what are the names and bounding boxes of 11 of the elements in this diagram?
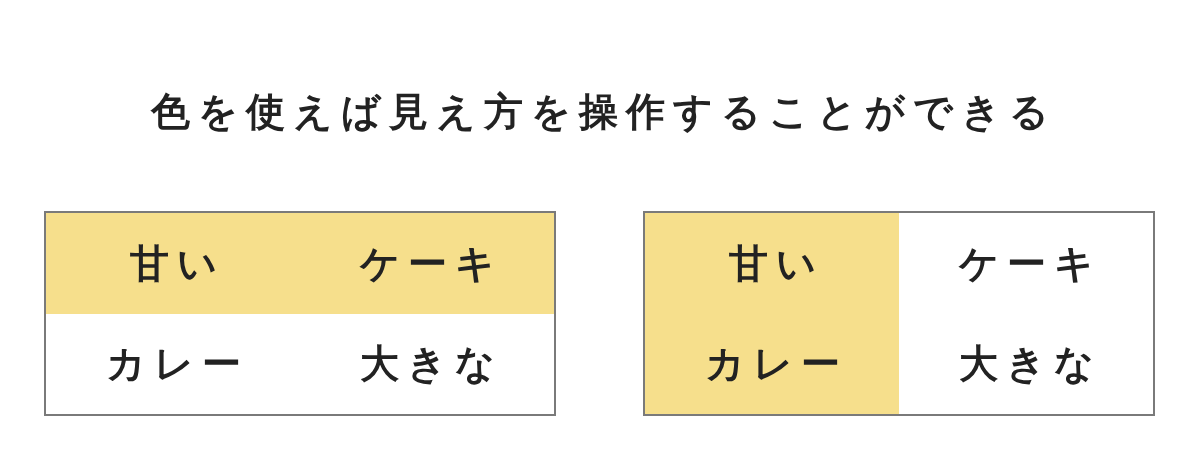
highlighted-cell: 甘い: [645, 213, 899, 314]
table-cell: ケーキ: [899, 213, 1153, 314]
table-cell: 大きな: [899, 314, 1153, 414]
highlighted-cell: 甘い: [46, 213, 300, 314]
table: [44, 211, 556, 416]
table-cell: カレー: [46, 314, 300, 414]
title: 色を使えば見え方を操作することができる: [149, 88, 1058, 136]
table: [643, 211, 1155, 416]
highlighted-cell: カレー: [645, 314, 899, 414]
highlighted-cell: ケーキ: [300, 213, 554, 314]
table-cell: 大きな: [300, 314, 554, 414]
